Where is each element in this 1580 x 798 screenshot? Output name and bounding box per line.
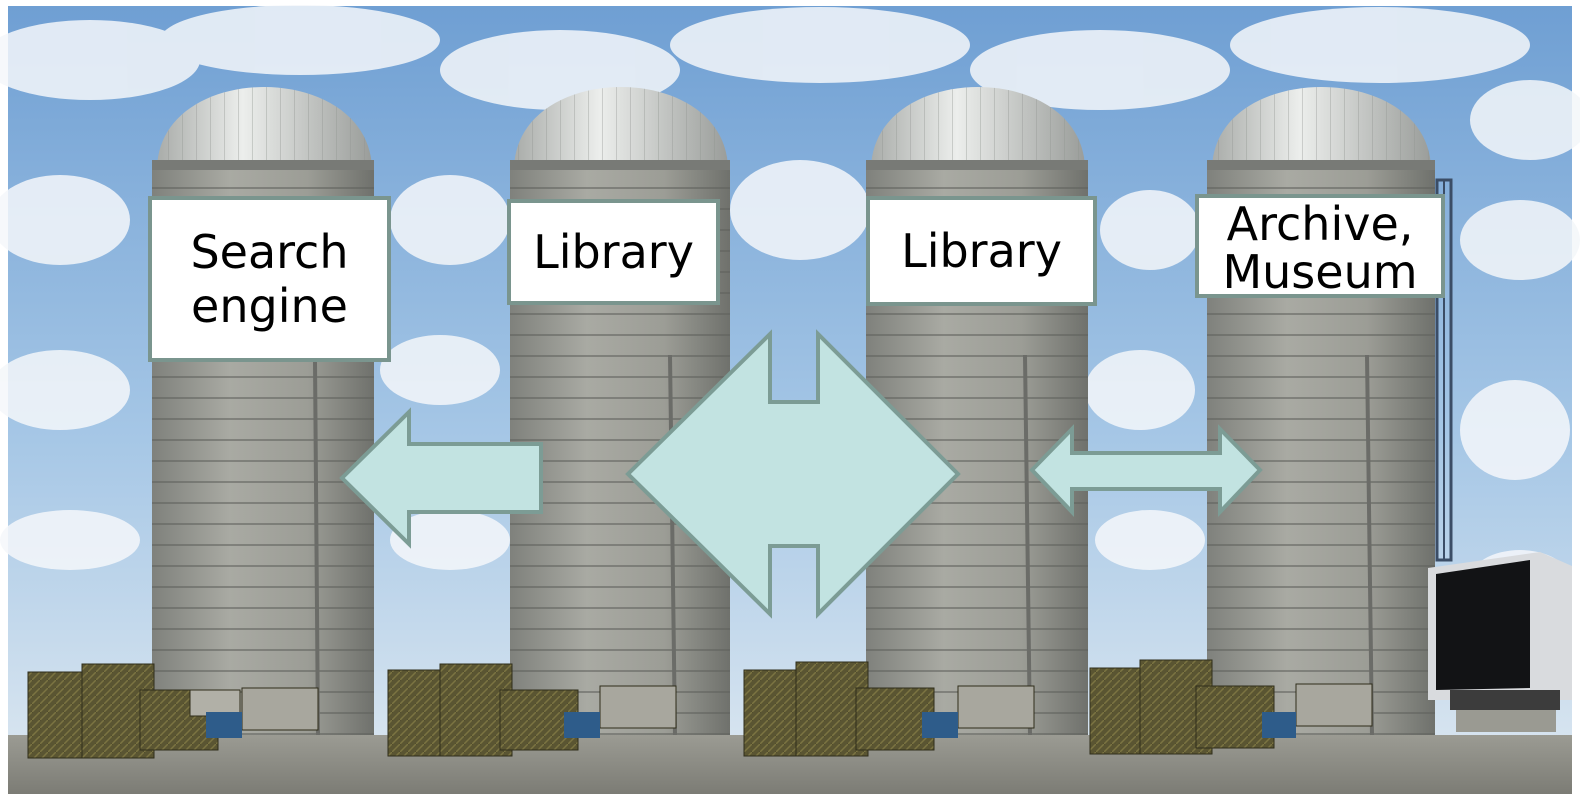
label-search-engine-line2: engine xyxy=(191,279,348,333)
label-search-engine: Search engine xyxy=(148,196,391,362)
label-library-1: Library xyxy=(507,199,720,305)
silo-3 xyxy=(866,87,1088,735)
label-archive-museum-line1: Archive, xyxy=(1227,200,1414,248)
label-library-2: Library xyxy=(866,196,1097,306)
silo-1 xyxy=(152,87,374,735)
label-archive-museum-line2: Museum xyxy=(1222,248,1417,296)
label-library-1-text: Library xyxy=(533,225,694,279)
label-search-engine-line1: Search xyxy=(190,225,348,279)
label-archive-museum: Archive, Museum xyxy=(1195,194,1445,298)
silo-4 xyxy=(1207,87,1451,735)
label-library-2-text: Library xyxy=(901,224,1062,278)
